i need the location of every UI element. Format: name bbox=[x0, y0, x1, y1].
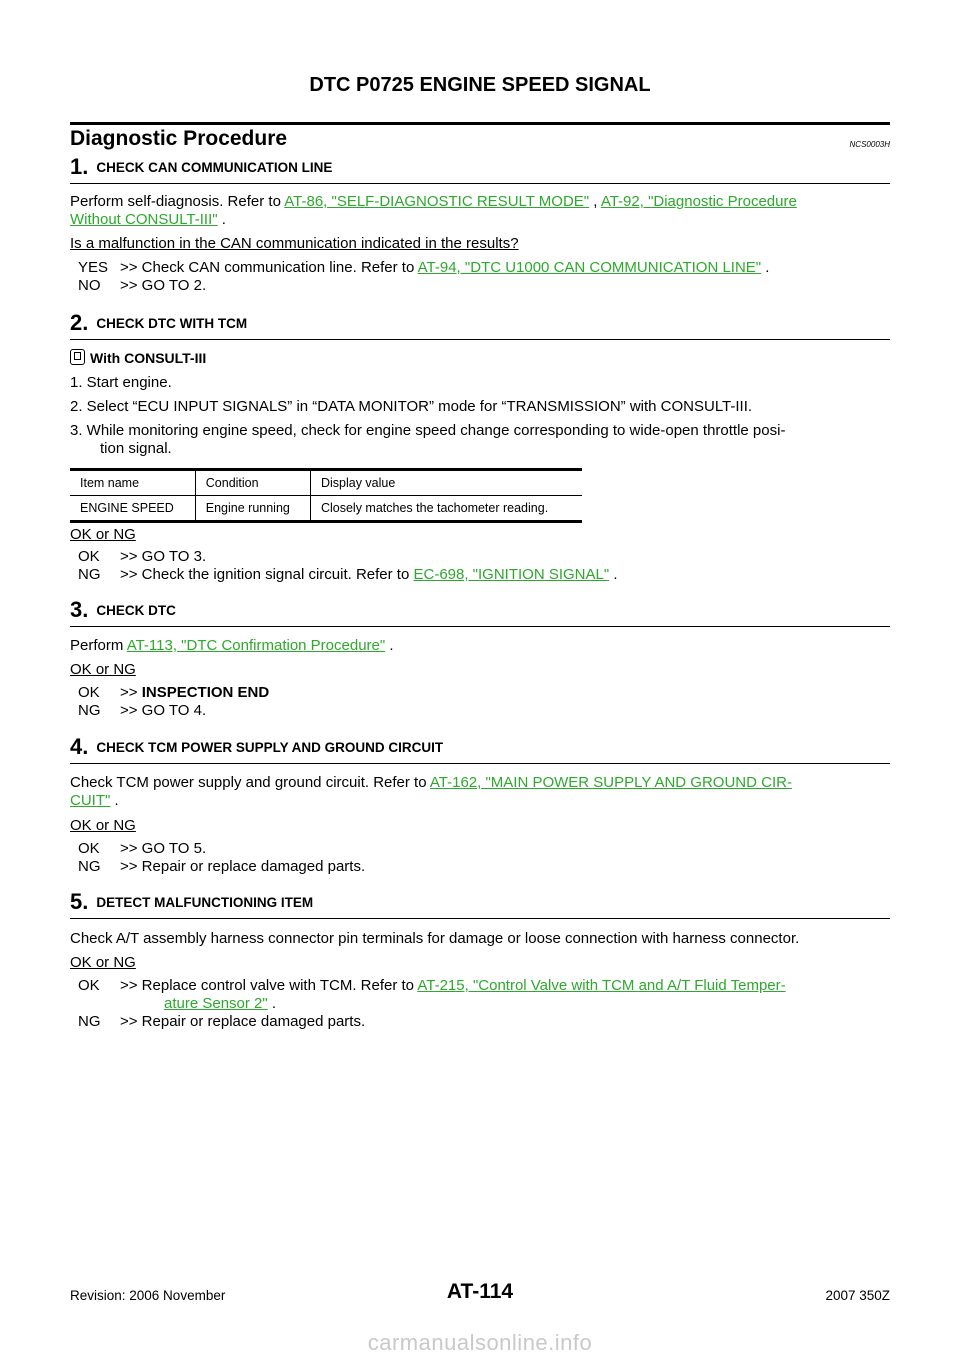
step-1-heading: 1. CHECK CAN COMMUNICATION LINE bbox=[70, 154, 890, 180]
spec-table: Item name Condition Display value ENGINE… bbox=[70, 468, 582, 523]
table-header-row: Item name Condition Display value bbox=[70, 468, 582, 496]
consult-heading: With CONSULT-III bbox=[70, 349, 890, 367]
response-ok: OK>> GO TO 3. bbox=[78, 548, 207, 565]
step-title: CHECK CAN COMMUNICATION LINE bbox=[96, 160, 333, 175]
step-4-text: Check TCM power supply and ground circui… bbox=[70, 774, 792, 809]
step-title: DETECT MALFUNCTIONING ITEM bbox=[96, 895, 314, 910]
ref-link[interactable]: AT-113, "DTC Confirmation Procedure" bbox=[126, 637, 386, 654]
ok-or-ng: OK or NG bbox=[70, 954, 136, 971]
list-item-cont: tion signal. bbox=[100, 440, 172, 457]
ref-link[interactable]: AT-94, "DTC U1000 CAN COMMUNICATION LINE… bbox=[417, 259, 762, 276]
table-header: Condition bbox=[195, 468, 311, 496]
step-1-text: Perform self-diagnosis. Refer to AT-86, … bbox=[70, 193, 797, 228]
step-5-rule bbox=[70, 918, 890, 919]
step-4-heading: 4. CHECK TCM POWER SUPPLY AND GROUND CIRC… bbox=[70, 734, 890, 760]
ref-link[interactable]: CUIT" bbox=[70, 792, 111, 809]
response-ok: OK>> INSPECTION END bbox=[78, 684, 270, 701]
header-rule bbox=[70, 122, 890, 125]
response-no: NO>> GO TO 2. bbox=[78, 277, 207, 294]
step-title: CHECK DTC bbox=[96, 603, 176, 618]
ref-link[interactable]: AT-86, "SELF-DIAGNOSTIC RESULT MODE" bbox=[284, 193, 590, 210]
step-title: CHECK DTC WITH TCM bbox=[96, 316, 248, 331]
ref-link[interactable]: ature Sensor 2" bbox=[164, 995, 268, 1012]
list-item: 3. While monitoring engine speed, check … bbox=[70, 422, 786, 439]
consult-icon bbox=[70, 349, 85, 365]
step-2-heading: 2. CHECK DTC WITH TCM bbox=[70, 310, 890, 336]
table-cell: Engine running bbox=[195, 495, 311, 523]
response-ng: NG>> Repair or replace damaged parts. bbox=[78, 1013, 366, 1030]
step-number: 2. bbox=[70, 310, 89, 335]
step-5-heading: 5. DETECT MALFUNCTIONING ITEM bbox=[70, 889, 890, 915]
step-4-rule bbox=[70, 763, 890, 764]
response-ng: NG>> Repair or replace damaged parts. bbox=[78, 858, 366, 875]
step-number: 3. bbox=[70, 597, 89, 622]
response-ok: OK>> GO TO 5. bbox=[78, 840, 207, 857]
step-title: CHECK TCM POWER SUPPLY AND GROUND CIRCUI… bbox=[96, 740, 444, 755]
response-ok: OK>> Replace control valve with TCM. Ref… bbox=[78, 977, 786, 994]
response-ng: NG>> GO TO 4. bbox=[78, 702, 207, 719]
list-item: 1. Start engine. bbox=[70, 374, 172, 391]
step-number: 1. bbox=[70, 154, 89, 179]
table-cell: ENGINE SPEED bbox=[70, 495, 196, 523]
page-title: DTC P0725 ENGINE SPEED SIGNAL bbox=[309, 74, 651, 96]
step-5-text: Check A/T assembly harness connector pin… bbox=[70, 930, 800, 947]
watermark: carmanualsonline.info bbox=[367, 1330, 593, 1355]
table-row: ENGINE SPEED Engine running Closely matc… bbox=[70, 495, 582, 523]
step-3-rule bbox=[70, 626, 890, 627]
ref-link[interactable]: AT-162, "MAIN POWER SUPPLY AND GROUND CI… bbox=[429, 774, 792, 791]
ok-or-ng: OK or NG bbox=[70, 817, 136, 834]
ref-link[interactable]: Without CONSULT-III" bbox=[70, 211, 218, 228]
step-1-question: Is a malfunction in the CAN communicatio… bbox=[70, 235, 519, 252]
list-item: 2. Select “ECU INPUT SIGNALS” in “DATA M… bbox=[70, 398, 753, 415]
step-number: 5. bbox=[70, 889, 89, 914]
revision-date: Revision: 2006 November bbox=[70, 1288, 226, 1303]
table-header: Display value bbox=[310, 468, 582, 496]
page-number: AT-114 bbox=[446, 1280, 514, 1303]
model-year: 2007 350Z bbox=[825, 1288, 890, 1303]
step-3-text: Perform AT-113, "DTC Confirmation Proced… bbox=[70, 637, 394, 654]
step-3-heading: 3. CHECK DTC bbox=[70, 597, 890, 623]
table-header: Item name bbox=[70, 468, 196, 496]
response-ng: NG>> Check the ignition signal circuit. … bbox=[78, 566, 618, 583]
ref-link[interactable]: AT-215, "Control Valve with TCM and A/T … bbox=[417, 977, 786, 994]
section-code: NCS0003H bbox=[849, 140, 890, 149]
step-1-rule bbox=[70, 183, 890, 184]
response-yes: YES>> Check CAN communication line. Refe… bbox=[78, 259, 770, 276]
ok-or-ng: OK or NG bbox=[70, 661, 136, 678]
response-ok-cont: ature Sensor 2" . bbox=[164, 995, 277, 1012]
ok-or-ng: OK or NG bbox=[70, 526, 136, 543]
table-cell: Closely matches the tachometer reading. bbox=[310, 495, 582, 523]
ref-link[interactable]: AT-92, "Diagnostic Procedure bbox=[600, 193, 797, 210]
step-2-rule bbox=[70, 339, 890, 340]
step-number: 4. bbox=[70, 734, 89, 759]
section-title: Diagnostic Procedure bbox=[70, 127, 288, 150]
ref-link[interactable]: EC-698, "IGNITION SIGNAL" bbox=[413, 566, 610, 583]
